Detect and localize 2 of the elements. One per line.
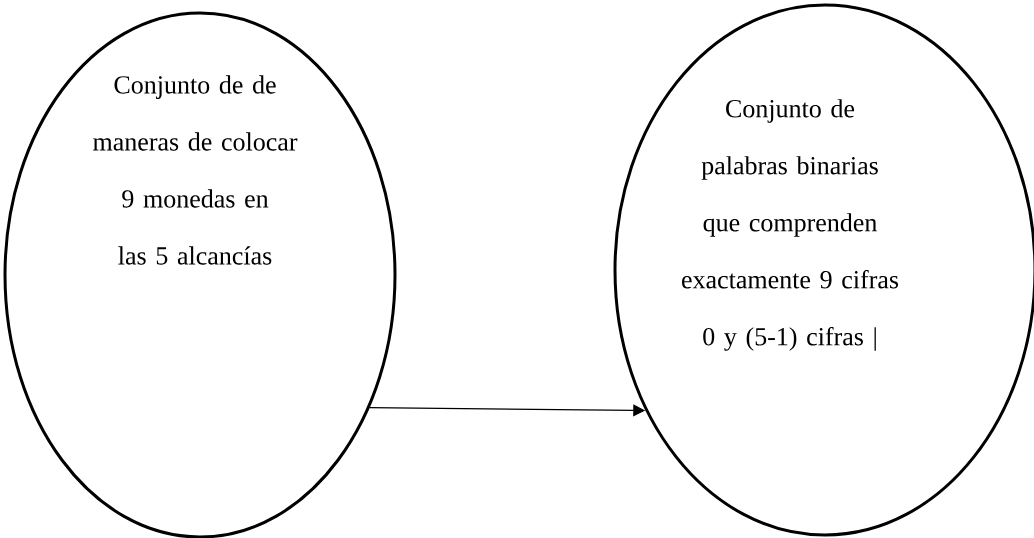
set-label: Conjunto de palabras binarias que comprenden exactamente 9 cifras 0 y (5-1) cifras |	[682, 99, 899, 351]
set-label: Conjunto de de maneras de colocar 9 monedas en las 5 alcancías	[93, 75, 298, 265]
